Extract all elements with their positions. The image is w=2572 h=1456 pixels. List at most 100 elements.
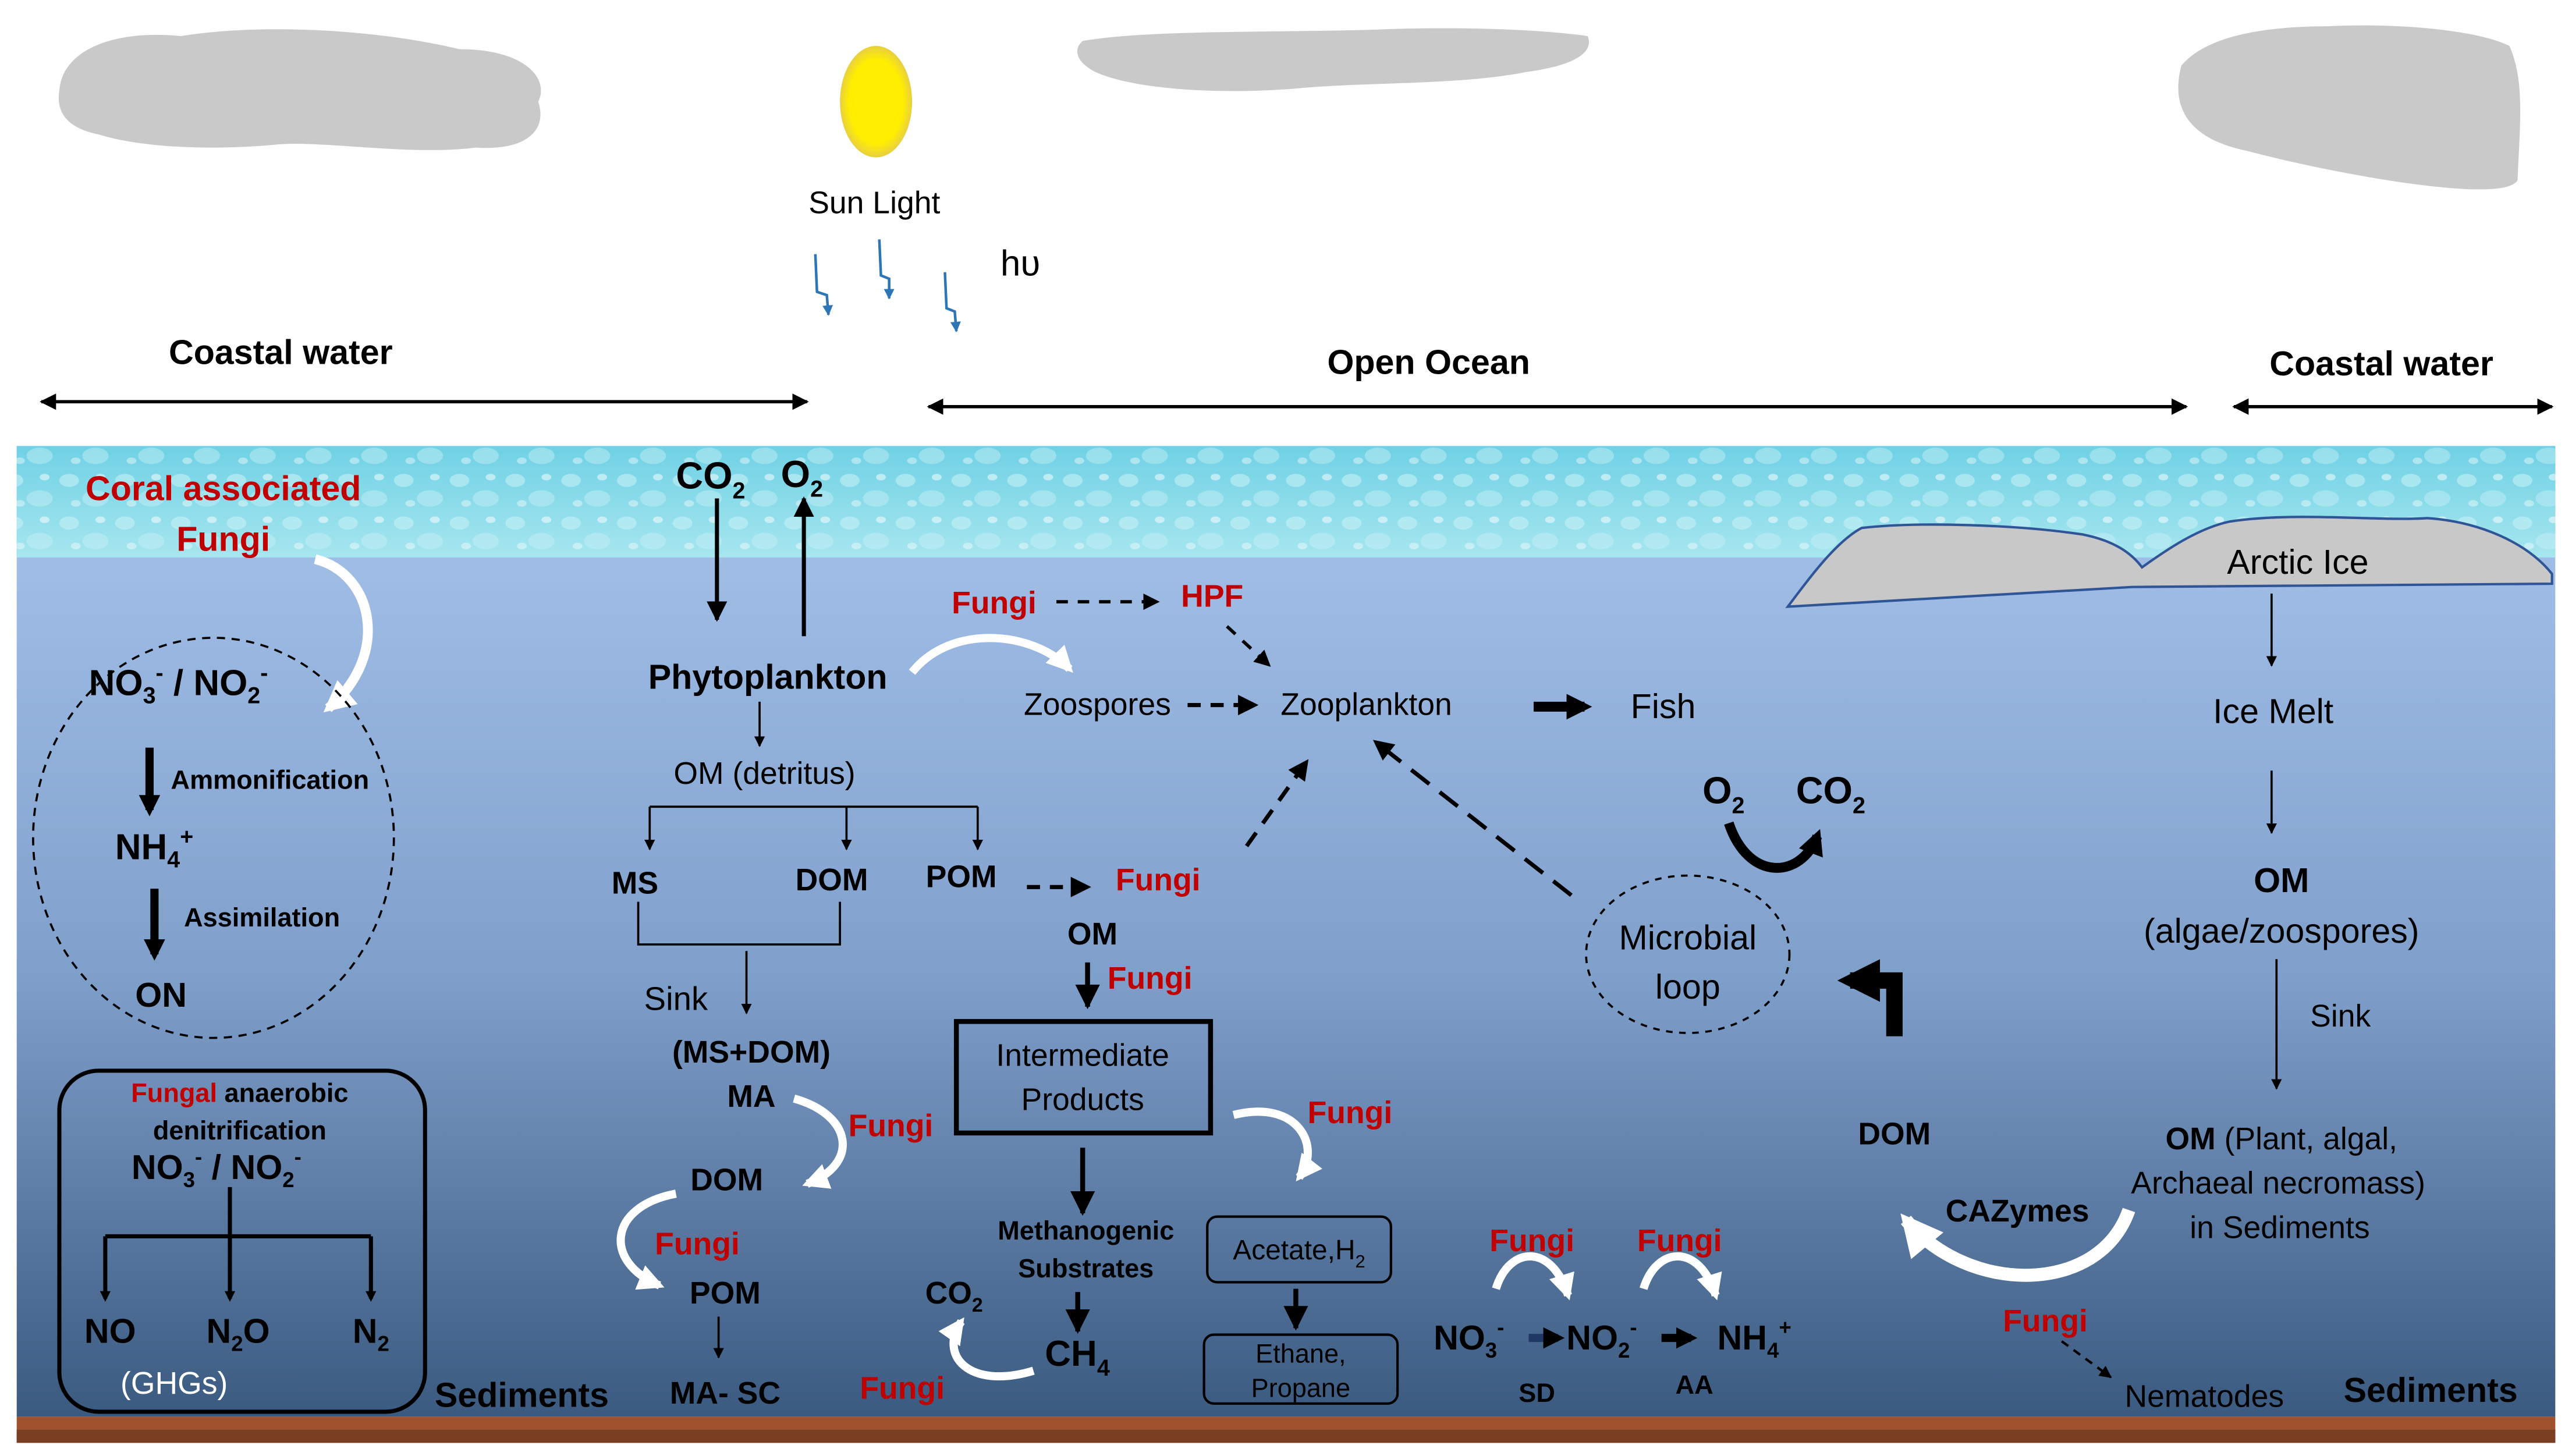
om-right-label: OM <box>2254 861 2309 900</box>
fungi-ch4-label: Fungi <box>860 1371 945 1405</box>
ammonium-open-label: NH4+ <box>1718 1316 1791 1362</box>
co2-mid-label: CO2 <box>925 1276 983 1316</box>
sediments-right-label: Sediments <box>2344 1370 2518 1409</box>
cloud-icon <box>1077 28 1590 91</box>
curved-arrow-icon <box>1724 821 1823 873</box>
intermediate-products-box <box>953 1019 1214 1136</box>
pom-label: POM <box>926 860 997 894</box>
curved-arrow-icon <box>1232 1107 1322 1182</box>
om-plant-label: OM (Plant, algal, <box>2165 1122 2397 1156</box>
zone-headers: Coastal water Open Ocean Coastal water <box>40 333 2554 415</box>
methanogenic-line1: Methanogenic <box>998 1216 1174 1245</box>
microbial-line1: Microbial <box>1619 918 1757 957</box>
o2-top-label: O2 <box>781 453 823 502</box>
ethane-line1: Ethane, <box>1255 1338 1346 1368</box>
nitrogen-gas-label: N2 <box>353 1312 389 1356</box>
intermediate-line1: Intermediate <box>996 1038 1169 1073</box>
om-mid-label: OM <box>1067 917 1118 951</box>
cloud-icon <box>58 29 541 150</box>
denitrification-frame <box>57 1068 427 1414</box>
cazymes-label: CAZymes <box>1946 1194 2089 1228</box>
fungi-intermediate-label: Fungi <box>1308 1096 1393 1130</box>
ghgs-label: (GHGs) <box>120 1366 228 1401</box>
ch4-label: CH4 <box>1045 1334 1110 1381</box>
arctic-section: Arctic Ice Ice Melt OM (algae/zoospores)… <box>1900 542 2518 1414</box>
archaeal-label: Archaeal necromass) <box>2131 1166 2425 1201</box>
zone-coastal-left: Coastal water <box>169 333 393 372</box>
curved-arrow-icon <box>1900 1208 2135 1282</box>
assimilation-label: Assimilation <box>184 903 340 932</box>
fungal-anaerobic-label: Fungal anaerobic <box>131 1078 348 1107</box>
co2-loop-label: CO2 <box>1796 769 1865 819</box>
ms-label: MS <box>612 867 658 901</box>
nitric-oxide-label: NO <box>84 1312 136 1351</box>
sky: Sun Light hυ <box>58 25 2521 332</box>
nitrate-nitrite-label: NO3- / NO2- <box>89 660 268 708</box>
algae-zoospores-label: (algae/zoospores) <box>2144 911 2420 950</box>
curved-arrow-icon <box>938 1317 1035 1381</box>
ocean <box>16 446 2556 1443</box>
h-nu-label: hυ <box>1001 243 1040 283</box>
ice-sheet-icon <box>1785 516 2553 608</box>
sunlight-rays <box>814 239 961 332</box>
ms-dom-label: (MS+DOM) <box>672 1035 831 1070</box>
microbial-loop-circle <box>1585 874 1791 1034</box>
ma-sc-label: MA- SC <box>670 1376 781 1411</box>
curved-arrow-icon <box>909 634 1073 675</box>
phytoplankton-label: Phytoplankton <box>648 657 888 696</box>
ethane-line2: Propane <box>1251 1373 1350 1403</box>
fish-label: Fish <box>1631 687 1696 726</box>
nematodes-label: Nematodes <box>2125 1379 2284 1414</box>
nitrous-oxide-label: N2O <box>207 1312 270 1356</box>
sun-icon <box>840 45 913 158</box>
fungi-dom-label: Fungi <box>655 1227 740 1261</box>
nitrate-open-label: NO3- <box>1434 1316 1504 1362</box>
lightning-arrow-icon <box>943 272 961 332</box>
coral-section: Coral associated Fungi NO3- / NO2- Ammon… <box>32 468 395 1039</box>
om-detritus-label: OM (detritus) <box>673 757 855 791</box>
sink-right-label: Sink <box>2310 999 2371 1034</box>
dom-lower-label: DOM <box>690 1163 763 1198</box>
ammonium-label: NH4+ <box>115 824 193 872</box>
dom-right-label: DOM <box>1858 1117 1931 1152</box>
fungi-right-label: Fungi <box>2003 1304 2088 1338</box>
dom-to-loop-arrow <box>1837 959 1903 1036</box>
ice-melt-label: Ice Melt <box>2213 692 2333 731</box>
hpf-to-zooplankton-arrow <box>1226 625 1271 667</box>
denitrification-box: Fungal anaerobic denitrification NO3- / … <box>57 1068 609 1414</box>
fungi-pom-label: Fungi <box>1116 863 1201 897</box>
microbial-line2: loop <box>1655 967 1720 1006</box>
curved-arrow-icon <box>793 1094 847 1189</box>
methanogenic-line2: Substrates <box>1018 1253 1154 1283</box>
microbial-loop-to-zooplankton-arrow <box>1372 739 1573 897</box>
zooplankton-label: Zooplankton <box>1280 687 1452 722</box>
box-nitrate-nitrite-label: NO3- / NO2- <box>132 1145 301 1191</box>
fungi-to-nematodes-arrow <box>2060 1340 2112 1379</box>
seabed-shade <box>16 1429 2556 1443</box>
coral-label-line2: Fungi <box>176 520 270 559</box>
denitrification-label: denitrification <box>153 1116 327 1145</box>
fungi-sd-label: Fungi <box>1489 1224 1574 1258</box>
water-column <box>16 446 2556 1417</box>
cloud-icon <box>2178 25 2521 190</box>
zone-open-ocean: Open Ocean <box>1327 342 1530 381</box>
ma-label: MA <box>727 1079 775 1114</box>
open-ocean-section: Fungi HPF Zoospores Zooplankton Fish Mic… <box>909 580 1931 1408</box>
phytoplankton-section: CO2 O2 Phytoplankton OM (detritus) MS DO… <box>612 453 997 1411</box>
curved-arrow-icon <box>616 1189 677 1290</box>
fungi-top-label: Fungi <box>952 586 1037 620</box>
sink-label: Sink <box>644 981 708 1017</box>
organic-nitrogen-label: ON <box>135 975 187 1014</box>
detritus-branches <box>637 805 983 1015</box>
fungi-to-zooplankton-arrow <box>1245 759 1309 847</box>
fungi-ma-label: Fungi <box>849 1109 934 1144</box>
ammonification-label: Ammonification <box>171 765 370 794</box>
pom-lower-label: POM <box>690 1276 761 1311</box>
fungi-aa-label: Fungi <box>1637 1224 1722 1258</box>
nitrogen-cycle-circle <box>32 637 395 1039</box>
fungi-om-label: Fungi <box>1108 961 1193 996</box>
zone-coastal-right: Coastal water <box>2269 344 2493 383</box>
in-sediments-label: in Sediments <box>2190 1210 2369 1245</box>
arctic-ice-label: Arctic Ice <box>2227 542 2368 581</box>
